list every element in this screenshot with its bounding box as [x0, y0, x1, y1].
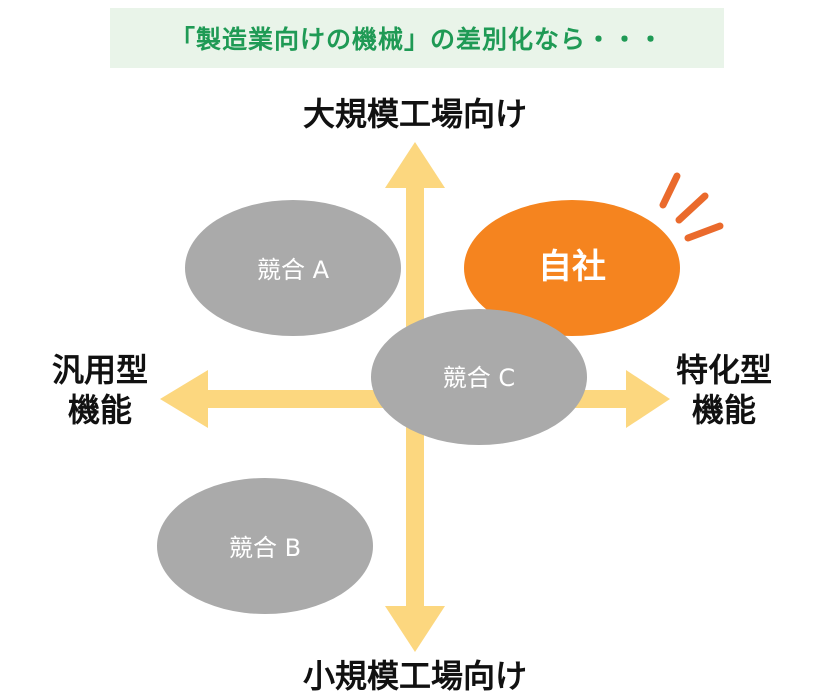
competitor-a-ellipse — [185, 200, 401, 336]
axis-label-left-line2: 機能 — [67, 391, 132, 429]
emphasis-lines — [659, 172, 724, 242]
axis-label-left: 汎用型 機能 — [40, 350, 160, 430]
axis-label-right-line2: 機能 — [691, 391, 756, 429]
competitor-a-label: 競合 A — [256, 256, 330, 284]
axis-label-bottom: 小規模工場向け — [260, 656, 570, 696]
axis-label-right-line1: 特化型 — [675, 351, 772, 389]
competitor-b-ellipse — [157, 478, 373, 614]
own-company-ellipse — [464, 200, 680, 336]
headline-text: 「製造業向けの機械」の差別化なら・・・ — [169, 25, 664, 54]
axis-label-left-line1: 汎用型 — [51, 351, 148, 389]
axis-label-top: 大規模工場向け — [260, 94, 570, 134]
own-company-label: 自社 — [538, 247, 606, 287]
competitor-b-label: 競合 B — [228, 534, 302, 562]
axis-label-right: 特化型 機能 — [664, 350, 784, 430]
headline-banner: 「製造業向けの機械」の差別化なら・・・ — [110, 8, 724, 68]
axis-label-top-text: 大規模工場向け — [302, 95, 527, 133]
competitor-c-ellipse — [371, 309, 587, 445]
axis-label-bottom-text: 小規模工場向け — [302, 657, 527, 695]
competitor-c-label: 競合 C — [442, 364, 516, 392]
